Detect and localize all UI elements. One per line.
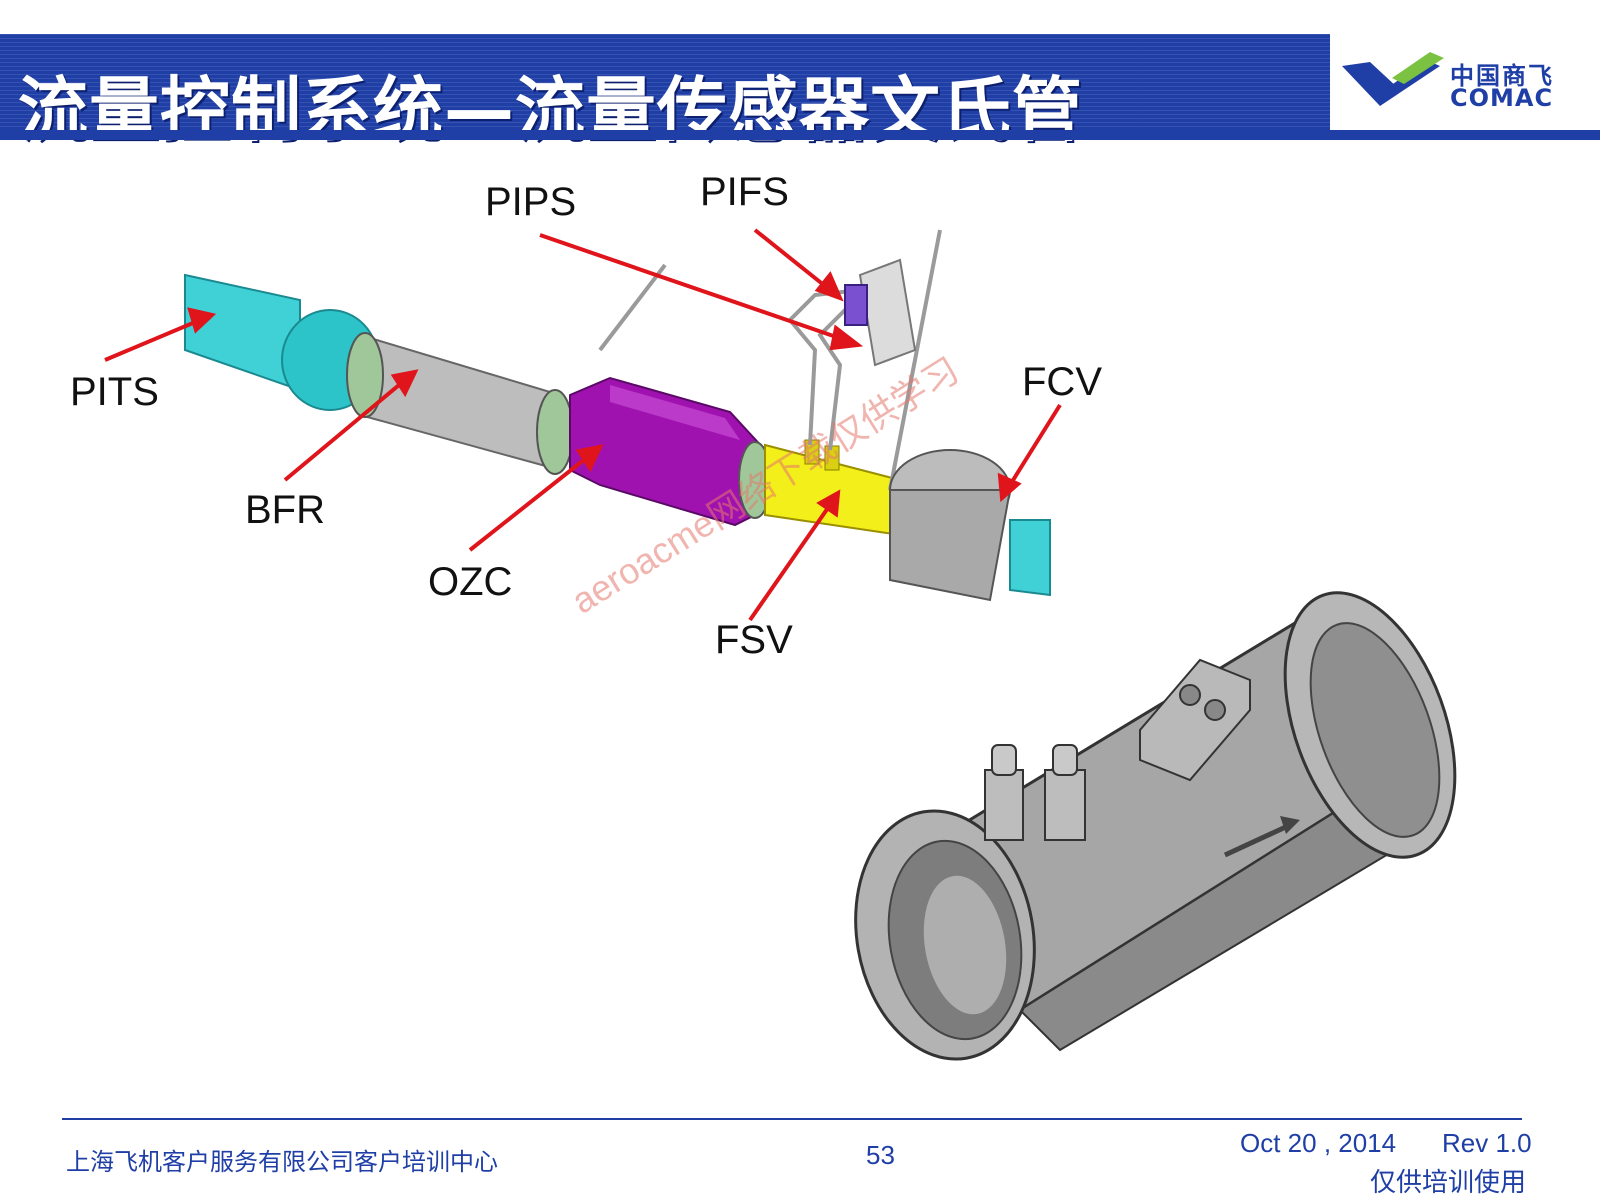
venturi-tube-illustration: [854, 591, 1457, 1061]
bfr-component: [346, 332, 574, 475]
footer-organization: 上海飞机客户服务有限公司客户培训中心: [66, 1148, 498, 1176]
flow-control-diagram: PIPS PIFS PITS BFR OZC FSV FCV: [70, 170, 1457, 1061]
comac-logo-icon: [1342, 52, 1444, 106]
label-pifs: PIFS: [700, 170, 789, 214]
fcv-component: [889, 449, 1051, 602]
title-underline: [0, 130, 1600, 140]
callout-arrows: [104, 228, 1062, 622]
footer-revision: Rev 1.0: [1442, 1128, 1532, 1158]
label-fcv: FCV: [1022, 360, 1102, 404]
label-ozc: OZC: [428, 560, 512, 604]
title-bar: 流量控制系统—流量传感器文氏管: [0, 34, 1330, 151]
footer-divider: [62, 1118, 1522, 1120]
label-pips: PIPS: [485, 180, 576, 224]
label-pits: PITS: [70, 370, 159, 414]
label-bfr: BFR: [245, 488, 325, 532]
pressure-port-left: [984, 744, 1024, 841]
footer-date: Oct 20 , 2014: [1240, 1128, 1397, 1158]
label-fsv: FSV: [715, 618, 793, 662]
pressure-port-right: [1044, 744, 1086, 841]
logo-text-en: COMAC: [1450, 84, 1554, 112]
page-number: 53: [866, 1140, 895, 1170]
sensor-bracket: [844, 258, 917, 367]
flow-direction-arrow-icon: [1280, 816, 1300, 834]
logo-text-cn: 中国商飞: [1450, 62, 1554, 90]
footer-note: 仅供培训使用: [1370, 1168, 1527, 1198]
comac-logo: 中国商飞 COMAC: [1340, 48, 1590, 118]
